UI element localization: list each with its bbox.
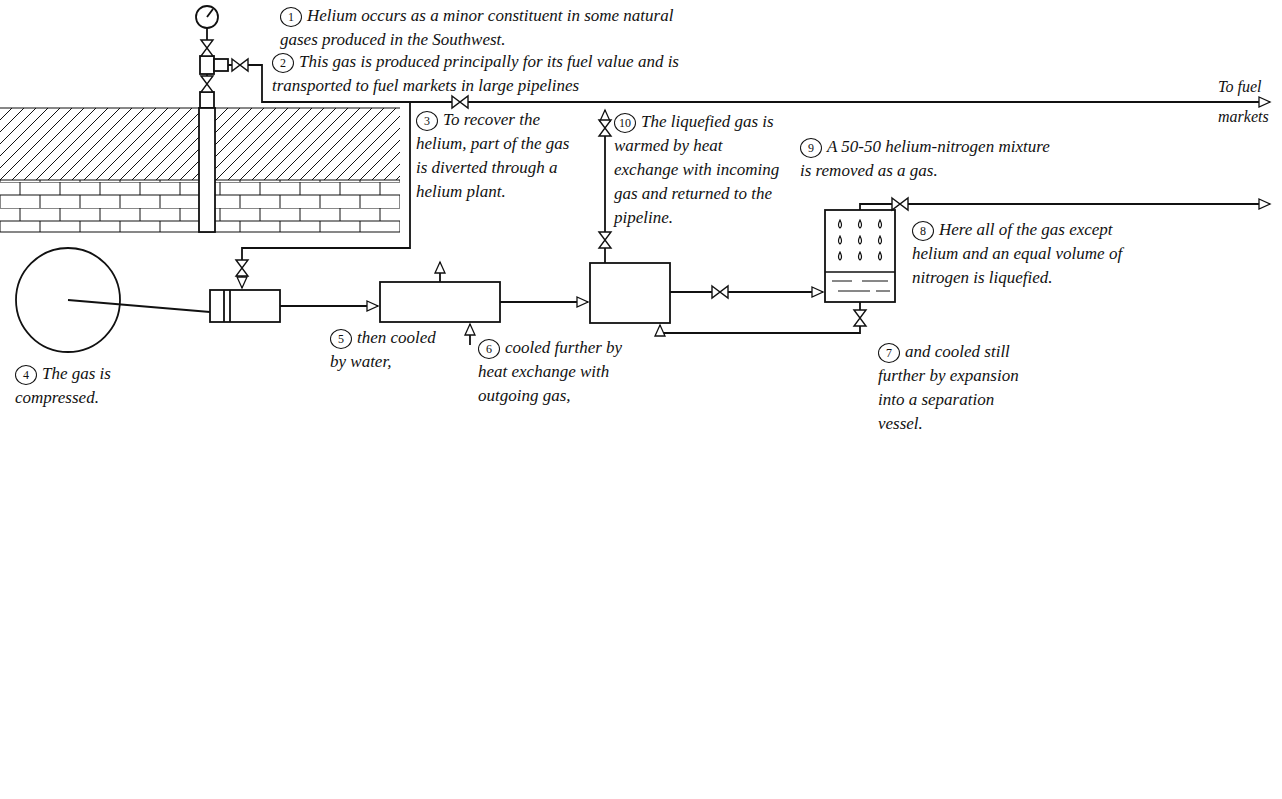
callout-number: 3 xyxy=(416,111,438,131)
callout-number: 9 xyxy=(800,138,822,158)
callout-note: 9A 50-50 helium-nitrogen mixture is remo… xyxy=(800,135,1060,183)
callout-note: 5then cooled by water, xyxy=(330,326,450,374)
destination-label: To fuel markets xyxy=(1218,72,1278,132)
callout-note: 4The gas is compressed. xyxy=(15,362,145,410)
callout-note: 6cooled further by heat exchange with ou… xyxy=(478,336,643,408)
callout-note: 1Helium occurs as a minor constituent in… xyxy=(280,4,680,52)
callout-number: 2 xyxy=(272,53,294,73)
callout-number: 8 xyxy=(912,221,934,241)
callout-note: 2This gas is produced principally for it… xyxy=(272,50,742,98)
callout-note: 10The liquefied gas is warmed by heat ex… xyxy=(614,110,789,230)
callout-note: 3To recover the helium, part of the gas … xyxy=(416,108,581,204)
callout-text: To recover the helium, part of the gas i… xyxy=(416,110,569,201)
callout-number: 5 xyxy=(330,329,352,349)
callout-number: 4 xyxy=(15,365,37,385)
callout-note: 7and cooled still further by expansion i… xyxy=(878,340,1043,436)
callout-text: Here all of the gas except helium and an… xyxy=(912,220,1122,287)
callout-text: Helium occurs as a minor constituent in … xyxy=(280,6,673,49)
callout-text: A 50-50 helium-nitrogen mixture is remov… xyxy=(800,137,1050,180)
callout-number: 1 xyxy=(280,7,302,27)
callout-number: 10 xyxy=(614,113,636,133)
callout-number: 6 xyxy=(478,339,500,359)
callout-text: This gas is produced principally for its… xyxy=(272,52,679,95)
callout-note: 8Here all of the gas except helium and a… xyxy=(912,218,1127,290)
callout-number: 7 xyxy=(878,343,900,363)
callout-text: The liquefied gas is warmed by heat exch… xyxy=(614,112,779,227)
